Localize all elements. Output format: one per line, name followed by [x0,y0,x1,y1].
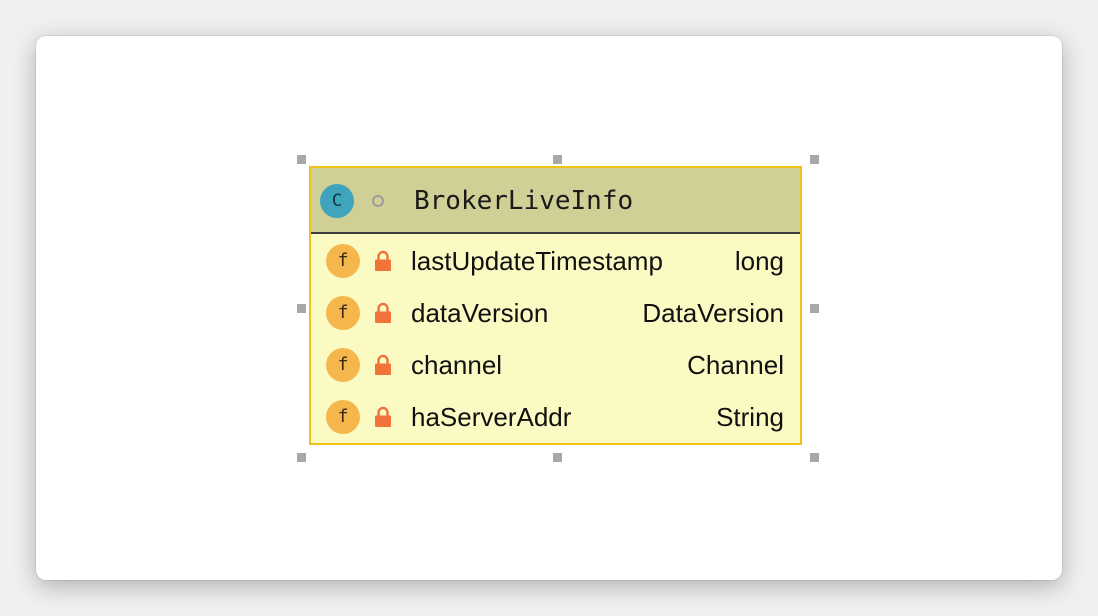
resize-handle-bottom-right[interactable] [810,453,819,462]
resize-handle-middle-left[interactable] [297,304,306,313]
resize-handle-bottom-left[interactable] [297,453,306,462]
field-row[interactable]: f channel Channel [311,338,800,390]
class-icon: C [320,184,354,218]
field-type: DataVersion [642,298,784,328]
diagram-canvas: C BrokerLiveInfo f lastUpdateTimestamp l… [36,36,1062,580]
class-name: BrokerLiveInfo [414,186,634,216]
field-type: String [716,402,784,432]
lock-icon [375,354,391,375]
field-icon: f [326,400,360,434]
resize-handle-top-center[interactable] [553,155,562,164]
field-icon: f [326,348,360,382]
class-header: C BrokerLiveInfo [311,168,800,234]
field-row[interactable]: f lastUpdateTimestamp long [311,234,800,286]
lock-icon [375,406,391,427]
field-icon: f [326,244,360,278]
lock-icon [375,302,391,323]
lock-icon [375,250,391,271]
field-type: Channel [687,350,784,380]
uml-class-box[interactable]: C BrokerLiveInfo f lastUpdateTimestamp l… [309,166,802,445]
field-row[interactable]: f haServerAddr String [311,390,800,442]
field-name: channel [411,350,503,380]
field-list: f lastUpdateTimestamp long f dataVersion… [311,234,800,442]
field-name: lastUpdateTimestamp [411,246,663,276]
resize-handle-middle-right[interactable] [810,304,819,313]
resize-handle-top-left[interactable] [297,155,306,164]
field-row[interactable]: f dataVersion DataVersion [311,286,800,338]
package-private-circle-icon [372,195,384,207]
resize-handle-bottom-center[interactable] [553,453,562,462]
resize-handle-top-right[interactable] [810,155,819,164]
field-name: haServerAddr [411,402,572,432]
field-type: long [734,246,784,276]
field-icon: f [326,296,360,330]
field-name: dataVersion [411,298,549,328]
